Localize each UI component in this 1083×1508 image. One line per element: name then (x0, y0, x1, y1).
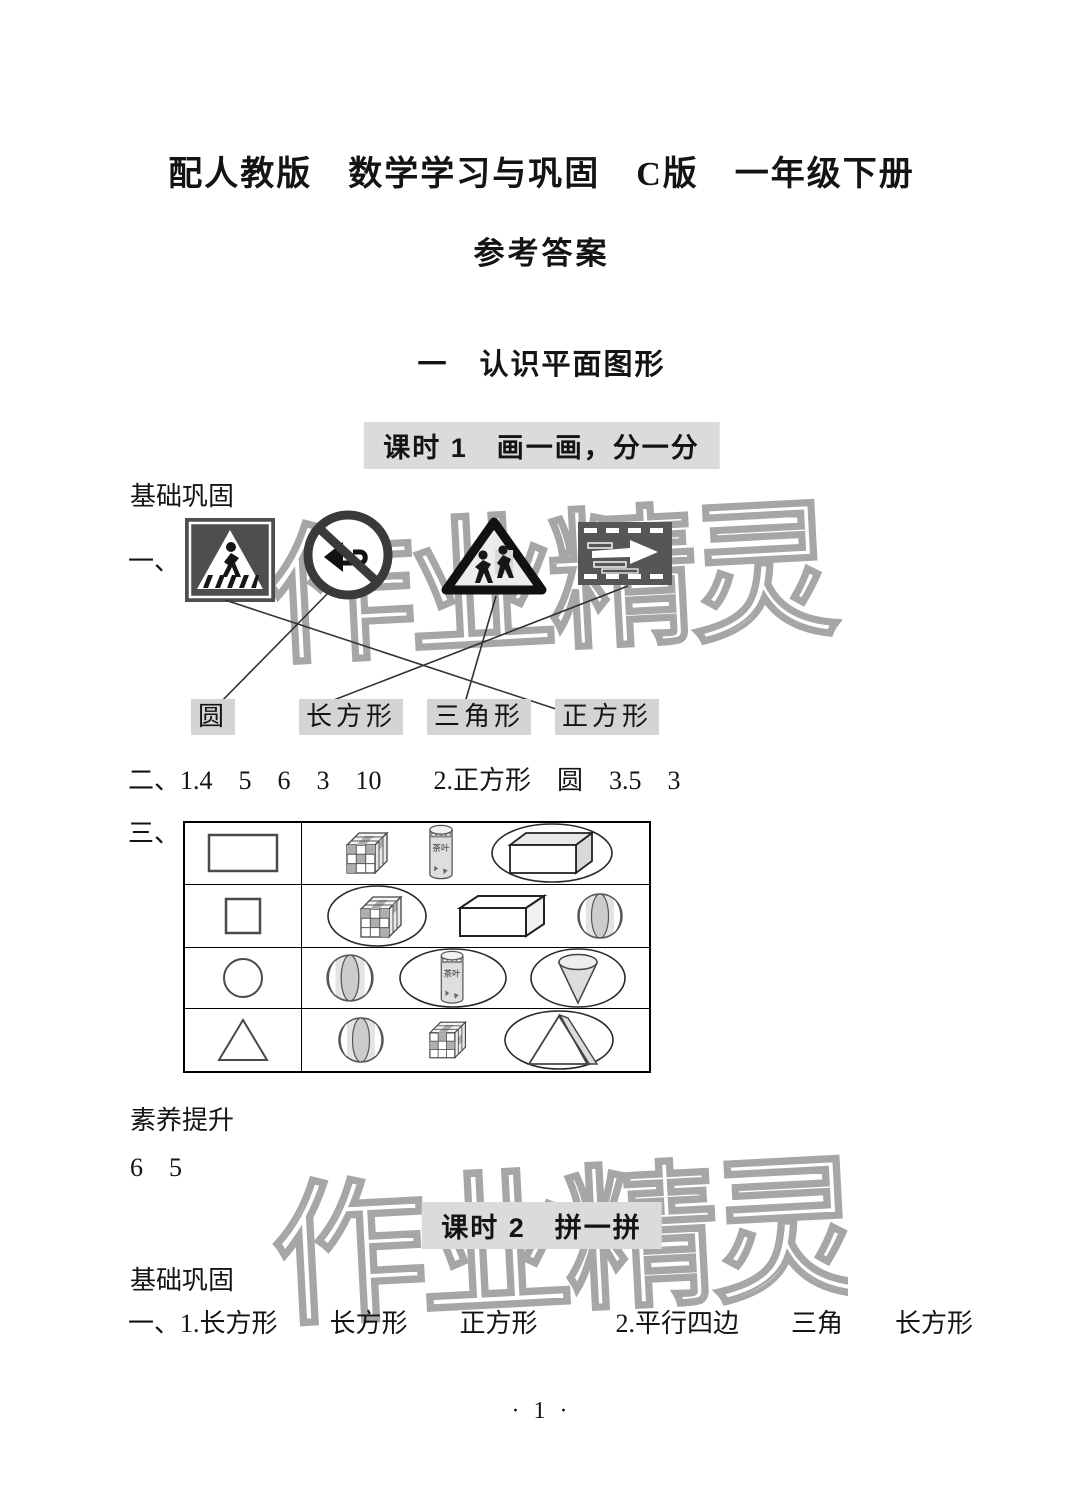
rubiks-cube-circled (326, 884, 427, 947)
tea-can-icon: 茶叶 (428, 825, 453, 880)
rubiks-cube-icon (427, 1020, 467, 1060)
answer-circle (503, 1010, 614, 1070)
cone-icon (558, 953, 599, 1005)
answers-heading: 参考答案 (473, 236, 610, 271)
rubiks-cube-icon (345, 831, 389, 875)
tea-can-label: 茶叶 (432, 842, 450, 853)
lesson2-header: 课时 2 拼一拼 (421, 1202, 662, 1249)
chapter-heading: 一 认识平面图形 (417, 349, 666, 381)
triangle-icon (217, 1018, 269, 1062)
page-number: · 1 · (511, 1398, 572, 1424)
cuboid-icon (507, 831, 595, 876)
answer-circle (491, 823, 614, 884)
table-cell-shape-square (185, 884, 302, 948)
question1-marker: 一、 (128, 547, 181, 576)
lesson2-question1-answers: 一、1.长方形 长方形 正方形 2.平行四边 三角 长方形 (128, 1309, 974, 1338)
table-cell-objects (302, 1009, 649, 1071)
question3-marker: 三、 (128, 819, 181, 848)
tea-can-label: 茶叶 (443, 968, 460, 978)
table-cell-shape-circle (185, 947, 302, 1010)
answer-circle (326, 884, 427, 947)
table-cell-shape-rectangle (185, 823, 302, 885)
triangular-prism-icon (527, 1013, 599, 1066)
table-cell-objects: 茶叶 (302, 948, 649, 1010)
ball-icon (338, 1017, 384, 1063)
page-title: 配人教版 数学学习与巩固 C版 一年级下册 (168, 156, 915, 193)
shape-sorting-table: 茶叶 (183, 821, 651, 1073)
triangular-prism-circled (503, 1010, 614, 1070)
literacy-label: 素养提升 (130, 1105, 235, 1135)
cuboid-circled (491, 823, 614, 884)
ball-icon (326, 954, 374, 1002)
tea-can-circled: 茶叶 (398, 948, 507, 1008)
ball-icon (577, 892, 623, 939)
square-icon (224, 897, 262, 934)
no-horn-sign-icon (303, 510, 393, 600)
cuboid-icon (456, 893, 547, 938)
circle-icon (223, 957, 263, 998)
match-label-rectangle: 长方形 (299, 699, 404, 735)
literacy-answer: 6 5 (130, 1153, 183, 1182)
table-cell-shape-triangle (185, 1009, 302, 1071)
match-label-square: 正方形 (555, 699, 660, 735)
table-cell-objects (302, 884, 649, 948)
expressway-arrow-sign-icon (578, 522, 672, 585)
answer-circle (398, 948, 507, 1008)
answer-circle (530, 948, 627, 1008)
lesson1-basics-label: 基础巩固 (130, 481, 235, 511)
lesson2-basics-label: 基础巩固 (130, 1265, 235, 1295)
match-label-circle: 圆 (191, 699, 236, 735)
question2-answers: 二、1.4 5 6 3 10 2.正方形 圆 3.5 3 (128, 766, 681, 795)
rubiks-cube-icon (359, 895, 403, 939)
rectangle-icon (207, 834, 279, 873)
pedestrian-crossing-sign-icon (185, 518, 275, 602)
cone-circled (530, 948, 627, 1008)
children-crossing-sign-icon (441, 517, 547, 595)
tea-can-icon: 茶叶 (440, 950, 464, 1004)
table-cell-objects: 茶叶 (302, 823, 649, 885)
match-label-triangle: 三角形 (427, 699, 532, 735)
lesson1-header: 课时 1 画一画，分一分 (363, 422, 720, 469)
